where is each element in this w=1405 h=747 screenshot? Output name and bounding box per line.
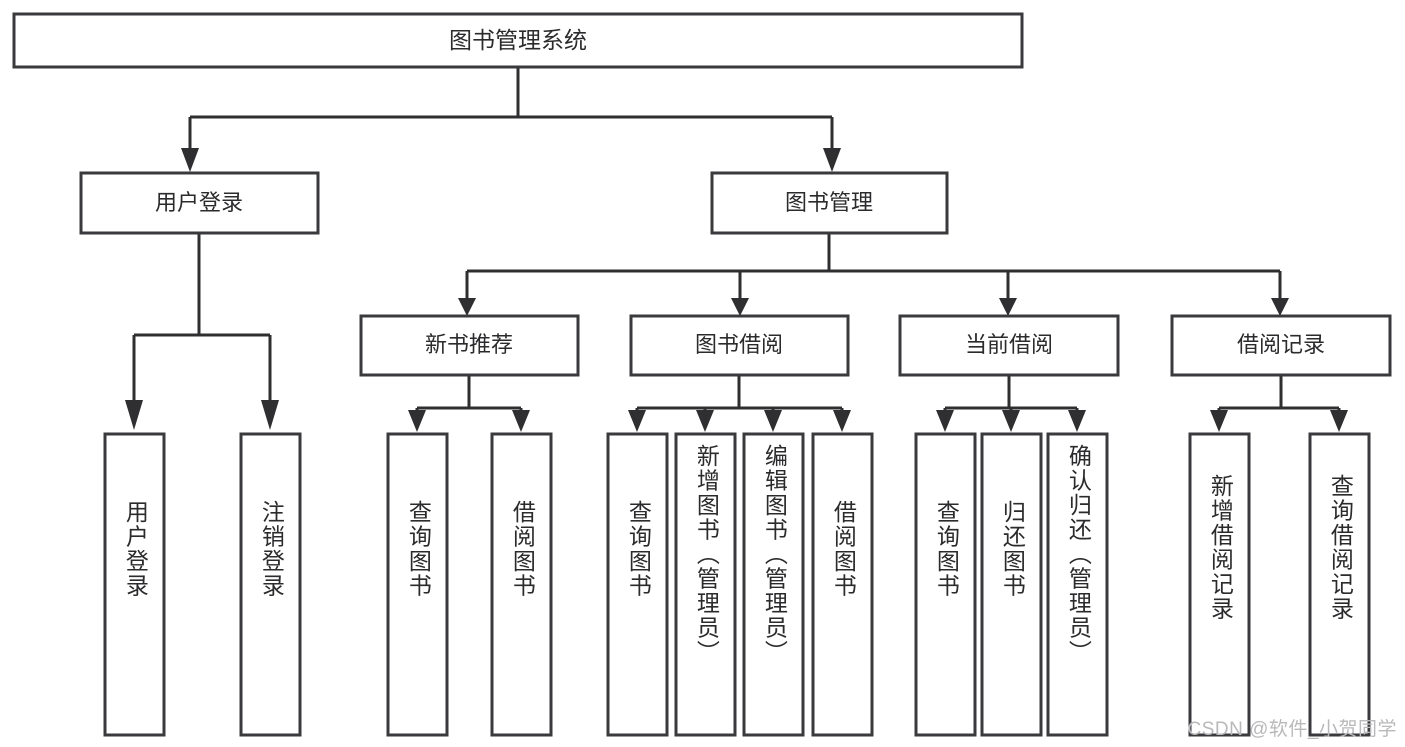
connector-root-to-level2: [181, 67, 841, 172]
leaf-box-user-login[interactable]: [103, 432, 166, 737]
connector-currentborrow-to-leaves: [936, 375, 1086, 432]
node-new-book-recommend-label: 新书推荐: [425, 332, 513, 357]
node-book-borrow-label: 图书借阅: [695, 332, 783, 357]
connector-bookborrow-to-leaves: [628, 375, 851, 432]
leaf-box-logout-login[interactable]: [239, 432, 302, 737]
leaf-box-query-book-1[interactable]: [386, 432, 449, 737]
node-book-manage-label: 图书管理: [785, 190, 873, 215]
leaf-box-query-book-2[interactable]: [606, 432, 669, 737]
node-current-borrow-label: 当前借阅: [965, 332, 1053, 357]
connector-bookmanage-to-level3: [458, 233, 1289, 316]
connector-borrowrecord-to-leaves: [1210, 375, 1348, 432]
leaf-box-return-book[interactable]: [980, 432, 1043, 737]
leaf-box-add-record[interactable]: [1188, 432, 1251, 737]
leaf-box-borrow-book-1[interactable]: [490, 432, 553, 737]
leaf-box-query-record[interactable]: [1308, 432, 1371, 737]
node-root[interactable]: 图书管理系统: [12, 12, 1024, 69]
node-user-login[interactable]: 用户登录: [79, 171, 320, 235]
node-new-book-recommend[interactable]: 新书推荐: [359, 314, 580, 377]
leaf-box-edit-book[interactable]: [742, 432, 805, 737]
node-user-login-label: 用户登录: [155, 190, 243, 215]
connector-userlogin-to-leaves: [125, 233, 279, 430]
node-book-manage[interactable]: 图书管理: [710, 171, 949, 235]
watermark: CSDN @软件_小贺同学: [1187, 719, 1397, 740]
node-borrow-record-label: 借阅记录: [1237, 332, 1325, 357]
node-book-borrow[interactable]: 图书借阅: [629, 314, 850, 377]
leaf-box-query-book-3[interactable]: [914, 432, 977, 737]
node-root-label: 图书管理系统: [449, 27, 587, 53]
leaf-box-confirm-return[interactable]: [1046, 432, 1109, 737]
node-borrow-record[interactable]: 借阅记录: [1170, 314, 1392, 377]
connector-newbook-to-leaves: [408, 375, 530, 432]
leaf-box-borrow-book-2[interactable]: [811, 432, 874, 737]
leaf-box-add-book[interactable]: [674, 432, 737, 737]
node-current-borrow[interactable]: 当前借阅: [898, 314, 1120, 377]
